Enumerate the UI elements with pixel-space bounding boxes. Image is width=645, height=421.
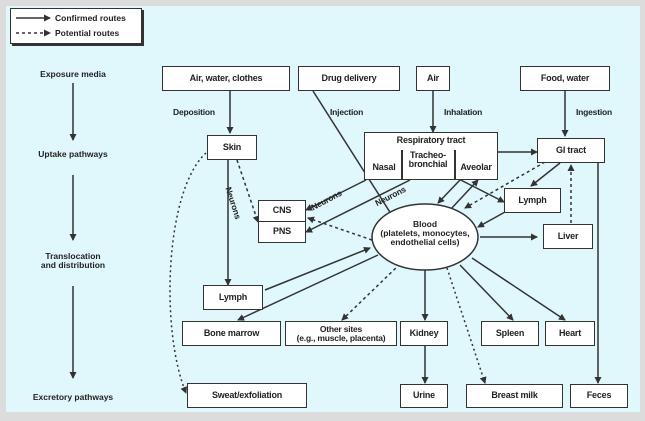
arrow-alv-blood	[437, 179, 461, 204]
arrow-tb-pns	[305, 179, 411, 233]
node-other-sites: Other sites (e.g., muscle, placenta)	[285, 321, 397, 346]
route-injection: Injection	[330, 107, 364, 117]
arrow-skin-cns-dashed	[236, 159, 260, 223]
arrow-blood-cns-dashed	[307, 216, 373, 241]
excretion-sweat: Sweat/exfoliation	[187, 383, 307, 408]
arrow-skin-sweat-dashed	[169, 152, 207, 394]
route-ingestion: Ingestion	[576, 107, 612, 117]
excretion-breast-milk: Breast milk	[466, 384, 563, 408]
node-blood: Blood (platelets, monocytes, endothelial…	[380, 219, 470, 247]
route-inhalation: Inhalation	[444, 107, 483, 117]
arrow-blood-alv	[449, 179, 479, 211]
stage-exposure-media: Exposure media	[40, 69, 106, 79]
arrow-blood-breastmilk-dashed	[446, 267, 487, 384]
route-deposition: Deposition	[173, 107, 215, 117]
arrow-gi-lymph	[530, 162, 561, 187]
legend-potential-label: Potential routes	[55, 28, 120, 38]
node-lymph-left: Lymph	[203, 285, 263, 310]
arrow-blood-heart	[471, 257, 566, 321]
stage-excretory-pathways: Excretory pathways	[32, 392, 114, 402]
arrow-injection	[312, 90, 401, 229]
node-pns: PNS	[258, 221, 306, 243]
respiratory-tracheobronchial: Tracheo- bronchial	[408, 150, 448, 170]
respiratory-nasal: Nasal	[372, 162, 396, 172]
excretion-feces: Feces	[570, 384, 628, 408]
node-liver: Liver	[543, 224, 593, 249]
node-bone-marrow: Bone marrow	[182, 321, 281, 346]
node-gi-tract: GI tract	[537, 138, 605, 163]
source-food-water: Food, water	[520, 66, 610, 91]
arrow-lymph-left-blood	[264, 246, 371, 291]
node-heart: Heart	[545, 321, 595, 346]
arrow-nasal-cns	[305, 179, 367, 211]
respiratory-tract-title: Respiratory tract	[396, 135, 466, 145]
excretion-urine: Urine	[400, 384, 448, 408]
node-kidney: Kidney	[400, 321, 448, 346]
node-lymph-right: Lymph	[504, 188, 561, 213]
legend: Confirmed routes Potential routes	[10, 8, 142, 44]
blood-node-shape	[371, 203, 479, 271]
node-skin: Skin	[207, 135, 257, 160]
arrow-blood-other-dashed	[341, 263, 401, 321]
legend-arrows	[16, 14, 51, 37]
stage-translocation: Translocation and distribution	[40, 251, 106, 271]
arrow-blood-spleen	[459, 264, 514, 321]
respiratory-alveolar: Aveolar	[460, 162, 492, 172]
legend-confirmed-label: Confirmed routes	[55, 13, 126, 23]
node-spleen: Spleen	[481, 321, 539, 346]
arrow-lymph-blood	[477, 211, 506, 228]
source-air: Air	[416, 66, 450, 91]
node-respiratory-tract: Respiratory tract Nasal Tracheo- bronchi…	[364, 132, 498, 180]
stage-uptake-pathways: Uptake pathways	[38, 149, 108, 159]
node-cns: CNS	[258, 200, 306, 222]
source-air-water-clothes: Air, water, clothes	[162, 66, 290, 91]
source-drug-delivery: Drug delivery	[298, 66, 400, 91]
